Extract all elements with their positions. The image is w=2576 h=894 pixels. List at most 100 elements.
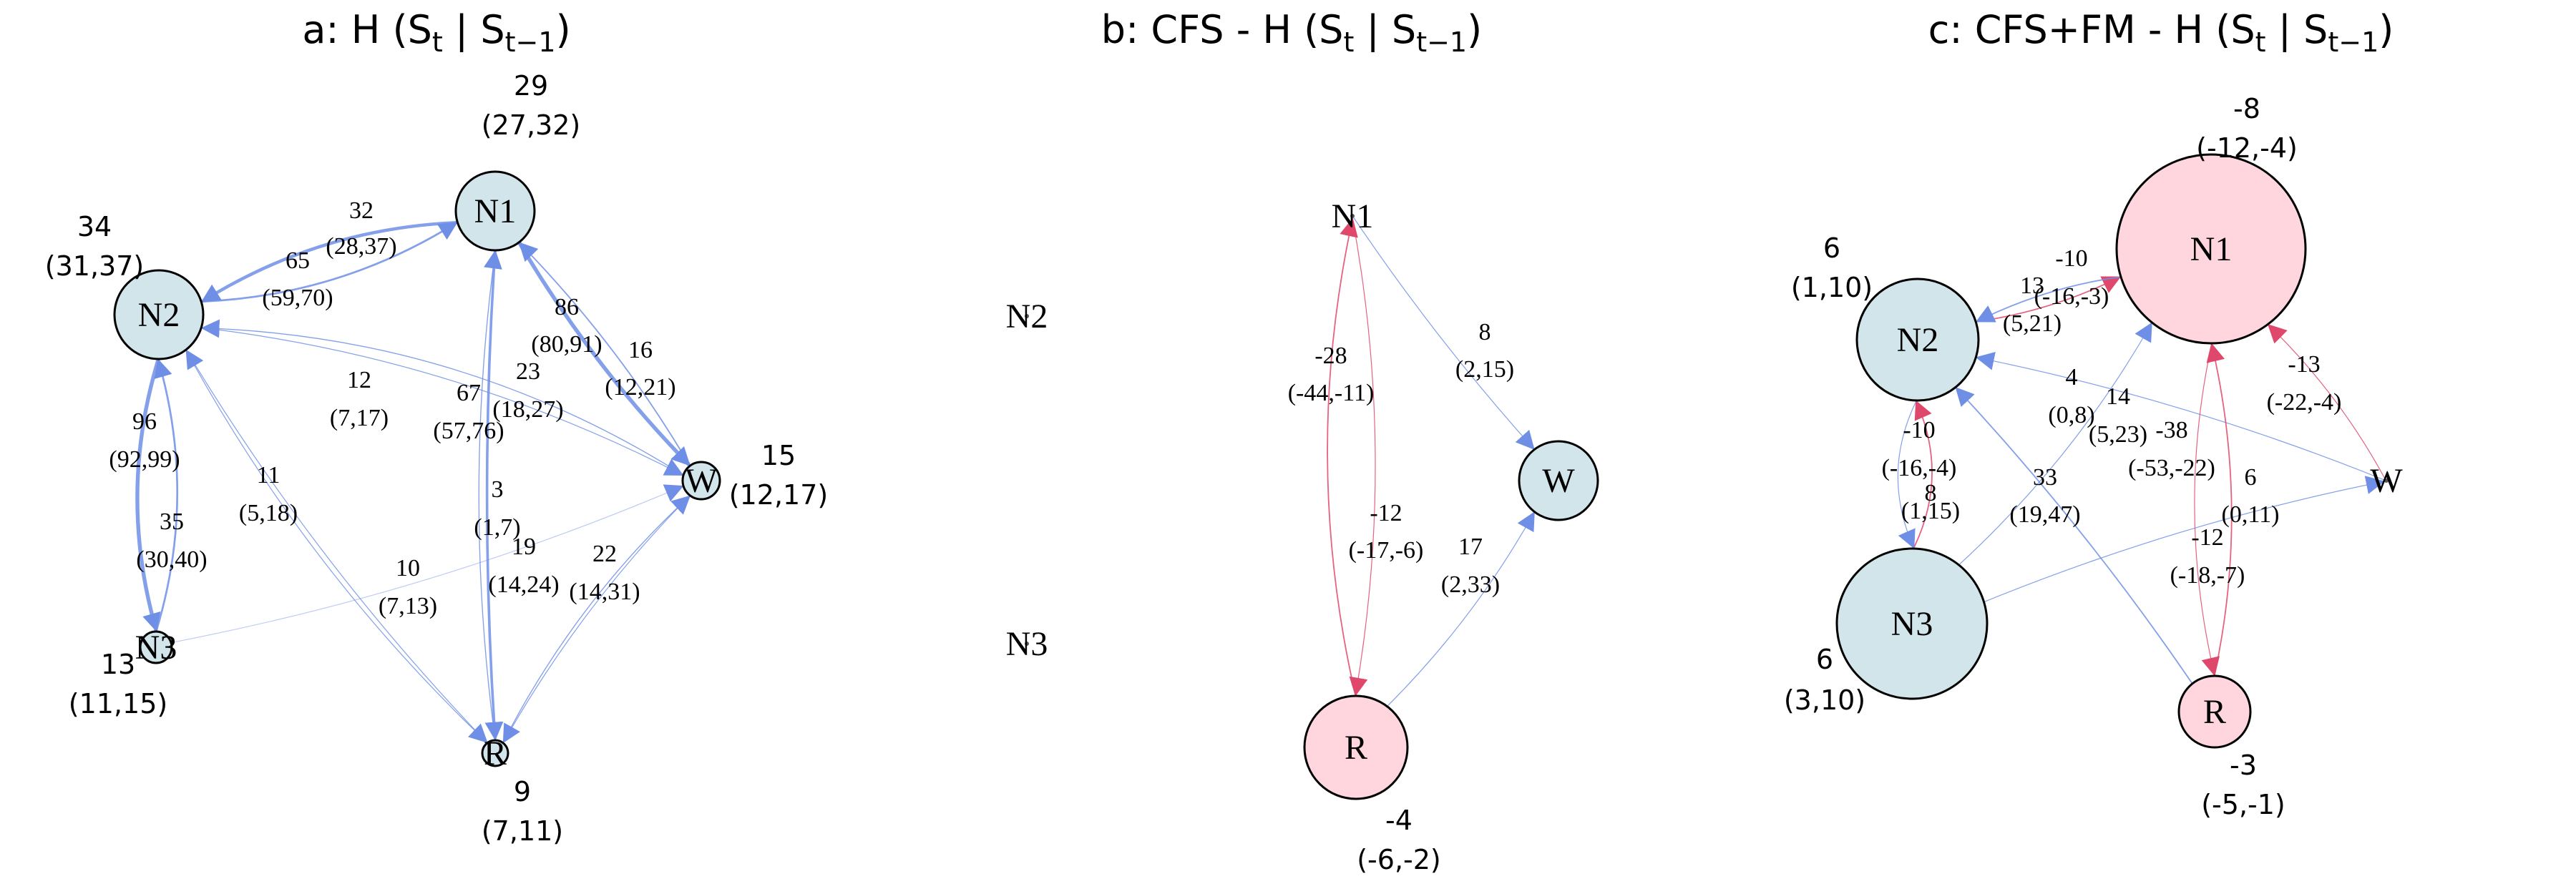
edge-label-n1-r-value: 67 — [457, 380, 481, 406]
edge-label-n2-n1-value: -10 — [2055, 245, 2087, 272]
title-prefix: a: H (S — [302, 7, 432, 52]
edge-label-r-n2-value: 33 — [2033, 464, 2057, 491]
edge-r-to-n1 — [1327, 217, 1358, 697]
node-name: N1 — [2190, 230, 2233, 268]
title-mid: | S — [2266, 7, 2328, 52]
node-label-n3: 6(3,10) — [1784, 644, 1865, 716]
title-mid: | S — [443, 7, 505, 52]
edge-label-w-n2-ci: (7,17) — [330, 405, 389, 431]
title-sub1: t — [1343, 26, 1354, 58]
node-n3: N3 — [1006, 625, 1048, 663]
node-dot — [2384, 478, 2389, 483]
edge-n2-to-n1 — [201, 222, 458, 303]
node-label-n1: -8(-12,-4) — [2196, 93, 2298, 164]
edge-label-n1-n2: 13(5,21) — [2003, 272, 2062, 337]
edge-n2-to-n3 — [135, 358, 161, 632]
edge-label-r-n1-ci: (-44,-11) — [1288, 380, 1375, 406]
edge-label-r-n2: 33 (19,47) — [2009, 464, 2080, 528]
edge-label-n1-n2-ci: (5,21) — [2003, 310, 2062, 337]
node-label-n2-value: 6 — [1823, 232, 1840, 264]
node-label-r: 9(7,11) — [482, 776, 563, 847]
node-circle — [1518, 440, 1599, 521]
edge-r-to-n2 — [1955, 387, 2193, 684]
node-label-n2-ci: (31,37) — [45, 250, 144, 282]
edge-label-w-n1-value: -13 — [2288, 351, 2320, 378]
node-circle — [2177, 674, 2252, 749]
node-circle — [1855, 277, 1980, 402]
edge-label-r-n2: 11(5,18) — [239, 462, 298, 526]
edge-w-to-n2 — [200, 319, 684, 476]
edge-label-n3-n2-ci: (30,40) — [136, 546, 207, 573]
edge-label-n3-w: 3(1,7) — [474, 476, 520, 541]
node-label-n3-value: 6 — [1816, 644, 1833, 675]
edge-n3-to-w — [170, 484, 684, 644]
edge-n3-to-n1 — [1958, 322, 2152, 566]
node-label-r: -4(-6,-2) — [1357, 805, 1441, 875]
edge-n1-to-r — [484, 250, 504, 741]
node-label-n3-ci: (11,15) — [69, 688, 167, 719]
edge-label-n1-w-value: 86 — [555, 294, 579, 320]
edge-label-n2-r: 10(7,13) — [379, 555, 437, 619]
title-sub1: t — [432, 26, 443, 58]
edge-label-n2-n3-value: 96 — [132, 408, 157, 435]
edge-label-w-n1: 16 (12,21) — [605, 337, 675, 401]
title-prefix: b: CFS - H (S — [1101, 7, 1344, 52]
edge-label-r-n1-value: 23 — [516, 358, 540, 385]
edge-n2-to-n3 — [1897, 400, 1917, 549]
edge-label-n1-w-value: 8 — [1479, 319, 1491, 345]
labels-layer: 32(28,37)65(59,70)86(80,91)16(12,21)12(7… — [45, 70, 2342, 875]
node-r: R — [481, 735, 509, 772]
node-name: W — [685, 462, 718, 500]
panel-a-title: a: H (St | St−1) — [302, 7, 570, 58]
node-label-n2: 34(31,37) — [45, 211, 144, 282]
node-circle — [1303, 694, 1409, 800]
node-dot — [1025, 642, 1029, 646]
titles-layer: a: H (St | St−1)b: CFS - H (St | St−1)c:… — [302, 7, 2394, 58]
title-sub2: t−1 — [2328, 26, 2379, 58]
edge-n1-to-r — [1349, 217, 1376, 697]
edge-label-w-n2-value: 12 — [347, 367, 371, 393]
node-label-w-ci: (12,17) — [729, 479, 828, 511]
node-label-n2-ci: (1,10) — [1791, 272, 1873, 303]
edge-w-to-n1 — [518, 242, 691, 466]
edge-label-n1-n2-ci: (59,70) — [262, 285, 333, 311]
node-label-n1-ci: (-12,-4) — [2196, 132, 2298, 164]
edge-label-n3-w-value: 6 — [2245, 464, 2257, 491]
edge-label-n3-n2: 35(30,40) — [136, 509, 207, 573]
edge-label-r-w: 22(14,31) — [569, 541, 640, 605]
edge-label-n3-n1-ci: (0,8) — [2048, 402, 2094, 428]
edge-label-w-n1-value: 16 — [628, 337, 653, 363]
edge-label-r-n2-ci: (19,47) — [2009, 501, 2080, 528]
node-label-r-ci: (-5,-1) — [2201, 789, 2285, 820]
node-circle — [139, 630, 173, 664]
edge-label-n3-n2-ci: (-16,-4) — [1882, 455, 1957, 481]
edge-label-n2-n3: 8(1,15) — [1901, 480, 1960, 524]
edge-label-n1-r: -12(-17,-6) — [1349, 500, 1424, 564]
edge-label-n1-n2: 65 (59,70) — [262, 247, 333, 311]
node-label-n1-value: 29 — [514, 70, 548, 102]
node-label-w: 15 (12,17) — [729, 440, 828, 511]
node-label-r: -3(-5,-1) — [2201, 750, 2285, 820]
edge-n3-to-n2 — [154, 358, 179, 632]
edge-label-r-n1-ci: (18,27) — [492, 396, 563, 423]
edge-label-n3-n2: -10(-16,-4) — [1882, 417, 1957, 481]
edge-label-n2-n3-ci: (1,15) — [1901, 498, 1960, 524]
node-n1: N1 — [2115, 153, 2307, 345]
edge-r-to-n1 — [478, 250, 502, 741]
edge-label-n3-w-value: 3 — [492, 476, 504, 503]
node-label-w-value: 15 — [761, 440, 796, 471]
title-sub1: t — [2255, 26, 2266, 58]
node-circle — [454, 170, 536, 252]
edge-label-w-n1-ci: (-22,-4) — [2267, 389, 2342, 416]
node-circle — [1835, 547, 1989, 700]
node-circle — [681, 461, 721, 501]
edge-label-r-w-ci: (14,31) — [569, 579, 640, 605]
edge-label-n1-n2-value: 65 — [286, 247, 310, 274]
edge-label-n1-r-ci: (-17,-6) — [1349, 537, 1424, 564]
title-suffix: ) — [1467, 7, 1482, 52]
edge-label-n2-n3-value: 8 — [1925, 480, 1937, 506]
edge-label-w-n1-ci: (12,21) — [605, 374, 675, 401]
node-name: N1 — [1332, 197, 1374, 235]
node-name: R — [1345, 729, 1367, 767]
node-n3: N3 — [135, 629, 177, 667]
